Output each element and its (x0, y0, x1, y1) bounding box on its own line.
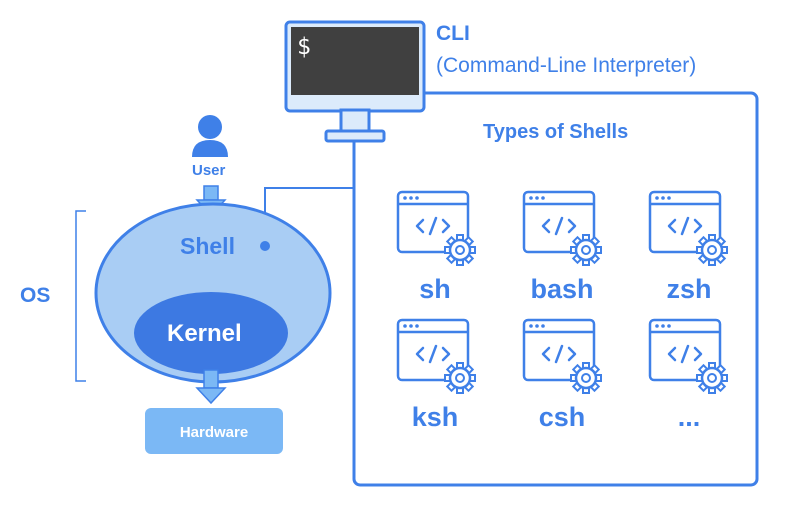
user-icon (192, 115, 228, 157)
os-bracket (75, 210, 86, 382)
arrow-down-icon (195, 369, 227, 405)
code-window-gear-icon (522, 190, 602, 266)
cli-subtitle: (Command-Line Interpreter) (436, 54, 697, 77)
code-window-gear-icon (648, 318, 728, 394)
code-window-gear-icon (396, 190, 476, 266)
cli-title: CLI (436, 22, 470, 45)
os-label: OS (20, 284, 51, 307)
kernel-label: Kernel (167, 320, 242, 347)
code-window-gear-icon (522, 318, 602, 394)
kernel-ellipse (134, 292, 288, 374)
code-window-gear-icon (396, 318, 476, 394)
connector-dot (260, 241, 270, 251)
shell-name-bash: bash (530, 274, 594, 304)
shell-name-sh: sh (419, 274, 451, 304)
code-window-gear-icon (648, 190, 728, 266)
shell-name-zsh: zsh (666, 274, 712, 304)
shell-name-csh: csh (538, 402, 586, 432)
hardware-label: Hardware (179, 424, 249, 441)
shell-name-more: ... (677, 402, 701, 432)
monitor-icon (284, 20, 426, 143)
types-title: Types of Shells (483, 121, 629, 143)
user-label: User (192, 162, 226, 179)
cli-prompt: $ (297, 34, 311, 60)
shell-label: Shell (180, 233, 235, 259)
hardware-box (145, 408, 283, 454)
shell-name-ksh: ksh (411, 402, 459, 432)
